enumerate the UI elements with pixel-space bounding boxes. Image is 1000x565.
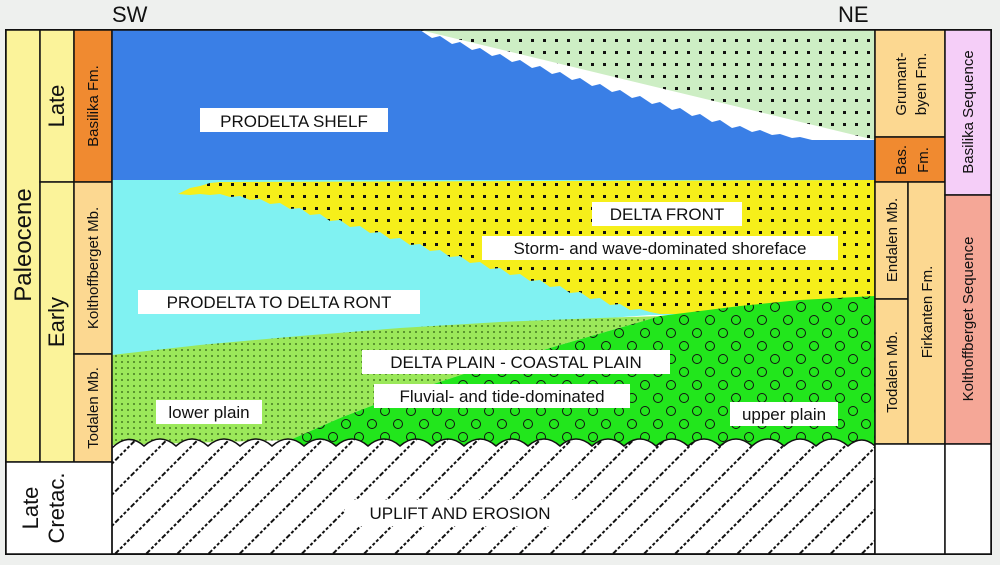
prodelta-shelf-label-bg <box>200 108 388 132</box>
endalen-mb-column <box>874 181 909 300</box>
todalen-mb-right-label: Todalen Mb. <box>884 331 901 413</box>
basilika-sequence-column <box>944 29 992 196</box>
epoch-column <box>5 29 41 463</box>
grumantbyen-label-line1: Grumant- <box>893 52 910 115</box>
fluvial-label-bg <box>374 384 630 408</box>
kolthoffberget-mb-label: Kolthoffberget Mb. <box>85 207 102 329</box>
late-cretaceous-box <box>5 461 113 555</box>
prodelta-shelf-area <box>112 30 875 180</box>
grumantbyen-fm-column <box>874 29 946 138</box>
lower-plain-label: lower plain <box>168 403 249 422</box>
grumantbyen-label-line2: byen Fm. <box>913 53 930 116</box>
prodelta-to-delta-front-label-bg <box>138 290 420 314</box>
delta-front-label: DELTA FRONT <box>610 205 725 224</box>
shoreface-label: Storm- and wave-dominated shoreface <box>514 239 807 258</box>
basilika-sequence-label: Basilika Sequence <box>960 50 977 173</box>
delta-front-label-bg <box>592 202 742 226</box>
upper-plain-label-bg <box>730 402 838 426</box>
delta-plain-label-bg <box>362 350 670 374</box>
firkanten-fm-label: Firkanten Fm. <box>919 266 936 359</box>
late-label: Late <box>44 85 69 128</box>
early-label: Early <box>44 297 69 347</box>
uplift-label-bg <box>345 500 575 526</box>
uplift-label: UPLIFT AND EROSION <box>369 504 550 523</box>
kolthoffberget-sequence-column <box>944 194 992 445</box>
kolthoffberget-sequence-label: Kolthoffberget Sequence <box>960 237 977 402</box>
upper-plain-label: upper plain <box>742 405 826 424</box>
kolthoffberget-mb-column <box>73 181 113 355</box>
prodelta-shelf-label: PRODELTA SHELF <box>220 112 368 131</box>
bas-label-line1: Bas. <box>893 145 910 175</box>
uplift-erosion-area <box>112 438 875 554</box>
endalen-mb-label: Endalen Mb. <box>884 198 901 282</box>
firkanten-fm-column <box>907 181 946 445</box>
late-cretac-label-line2: Cretac. <box>44 473 69 544</box>
ne-label: NE <box>838 2 869 27</box>
basilika-fm-label: Basilika Fm. <box>85 65 102 147</box>
paleocene-label: Paleocene <box>10 188 37 301</box>
bas-label-line2: Fm. <box>915 147 932 173</box>
delta-plain-label: DELTA PLAIN - COASTAL PLAIN <box>390 353 642 372</box>
prodelta-to-delta-front-label: PRODELTA TO DELTA RONT <box>167 293 392 312</box>
bas-fm-column <box>874 136 946 183</box>
fluvial-label: Fluvial- and tide-dominated <box>399 387 604 406</box>
grumantbyen-pattern <box>420 30 875 140</box>
todalen-mb-left-label: Todalen Mb. <box>85 367 102 449</box>
late-cretac-label-line1: Late <box>18 487 43 530</box>
sw-label: SW <box>112 2 148 27</box>
right-blank-box <box>874 443 946 555</box>
sequence-blank-box <box>944 443 992 555</box>
shoreface-label-bg <box>482 236 838 260</box>
lower-plain-label-bg <box>156 400 262 424</box>
